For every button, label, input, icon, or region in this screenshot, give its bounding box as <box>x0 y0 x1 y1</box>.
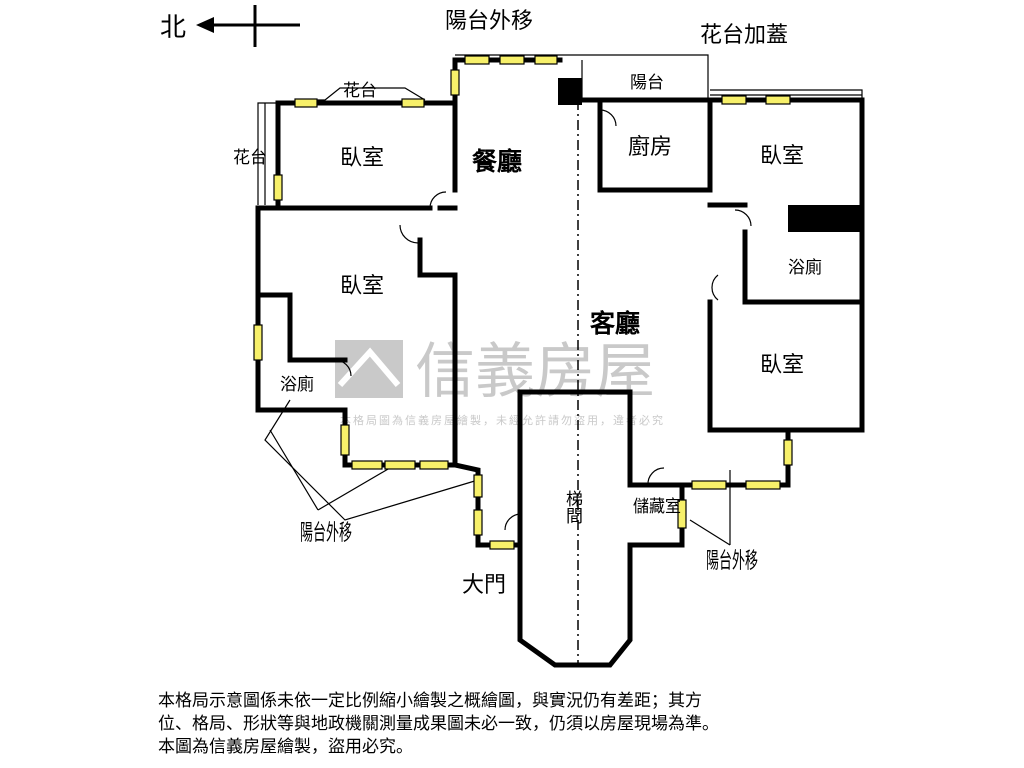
disclaimer: 本格局示意圖係未依一定比例縮小繪製之概繪圖，與實況仍有差距；其方 位、格局、形狀… <box>158 690 719 759</box>
north-label: 北 <box>160 13 186 43</box>
door-icon <box>429 191 447 209</box>
room-label: 浴廁 <box>788 257 822 278</box>
door-icon <box>504 513 522 531</box>
room-label: 臥室 <box>760 353 804 378</box>
room-label: 花台 <box>343 81 377 101</box>
door-icon <box>334 359 352 377</box>
door-icon <box>647 467 665 486</box>
disclaimer-line: 本格局示意圖係未依一定比例縮小繪製之概繪圖，與實況仍有差距；其方 <box>158 691 702 711</box>
windows <box>253 55 793 550</box>
arrow-left-icon <box>196 17 214 33</box>
pillar <box>788 205 862 232</box>
room-label: 大門 <box>462 573 506 598</box>
door-icon <box>399 224 419 244</box>
north-arrow: 北 <box>160 5 300 47</box>
room-label: 臥室 <box>340 274 384 299</box>
disclaimer-line: 位、格局、形狀等與地政機關測量成果圖未必一致，仍須以房屋現場為準。 <box>158 714 719 734</box>
room-label: 儲藏室 <box>633 497 681 517</box>
doors <box>334 109 752 531</box>
room-label: 臥室 <box>340 146 384 171</box>
annotation: 陽台外移 <box>300 521 352 546</box>
watermark-notice: 本格局圖為信義房屋繪製，未經允許請勿盜用，違者必究 <box>340 413 665 427</box>
annotation: 陽台外移 <box>445 9 533 34</box>
door-icon <box>711 274 719 301</box>
room-label: 餐廳 <box>472 147 522 176</box>
pillar <box>558 78 582 105</box>
watermark-brand: 信義房屋 <box>415 337 655 407</box>
watermark: 信義房屋 本格局圖為信義房屋繪製，未經允許請勿盜用，違者必究 <box>335 337 665 427</box>
room-label: 梯間 <box>562 490 583 525</box>
room-labels: 臥室 臥室 臥室 臥室 餐廳 客廳 廚房 浴廁 浴廁 陽台 花台 花台 梯間 儲… <box>233 9 822 598</box>
annotation: 花台加蓋 <box>700 23 788 48</box>
disclaimer-line: 本圖為信義房屋繪製，盜用必究。 <box>158 737 413 757</box>
room-label: 浴廁 <box>280 374 314 395</box>
room-label: 廚房 <box>628 135 672 160</box>
door-icon <box>734 209 752 227</box>
room-label: 臥室 <box>760 144 804 169</box>
room-label: 花台 <box>233 148 267 168</box>
room-label: 客廳 <box>590 309 640 338</box>
annotation: 陽台外移 <box>706 549 758 574</box>
door-icon <box>599 109 617 127</box>
room-label: 陽台 <box>630 73 664 93</box>
